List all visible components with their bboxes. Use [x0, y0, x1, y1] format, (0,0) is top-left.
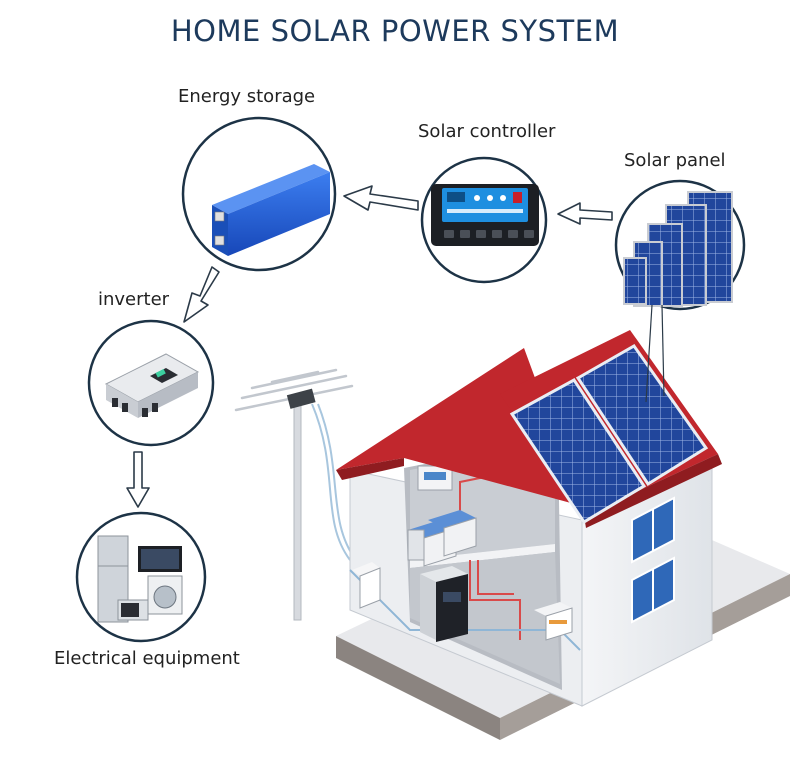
arrow-storage-to-inverter	[183, 266, 220, 323]
energy-storage-node	[181, 116, 337, 272]
arrow-panel-to-controller	[557, 202, 613, 225]
arrow-inverter-to-equipment	[126, 451, 150, 508]
inverter-node	[87, 319, 215, 447]
utility-pole	[234, 368, 357, 621]
label-inverter: inverter	[98, 289, 170, 310]
label-solar-controller: Solar controller	[418, 121, 556, 142]
electrical-equipment-circle	[75, 511, 207, 643]
solar-controller-node	[420, 156, 548, 284]
charge-controller-icon	[431, 184, 539, 246]
arrow-controller-to-storage	[343, 185, 419, 211]
panel-callout-line	[645, 304, 665, 403]
label-electrical-equipment: Electrical equipment	[54, 648, 240, 669]
label-solar-panel: Solar panel	[624, 150, 726, 171]
solar-panels-icon	[623, 191, 733, 307]
label-energy-storage: Energy storage	[178, 86, 316, 107]
roof-solar-array	[509, 344, 709, 525]
solar-panel-node	[614, 179, 746, 311]
appliances-icon	[97, 535, 183, 623]
inverter-device-icon	[104, 353, 200, 418]
lithium-battery-icon	[212, 164, 330, 256]
flow-arrows	[126, 185, 613, 508]
electrical-equipment-node	[75, 511, 207, 643]
page-title: HOME SOLAR POWER SYSTEM	[170, 14, 620, 48]
house-illustration	[336, 330, 790, 740]
house-windows	[631, 496, 675, 624]
